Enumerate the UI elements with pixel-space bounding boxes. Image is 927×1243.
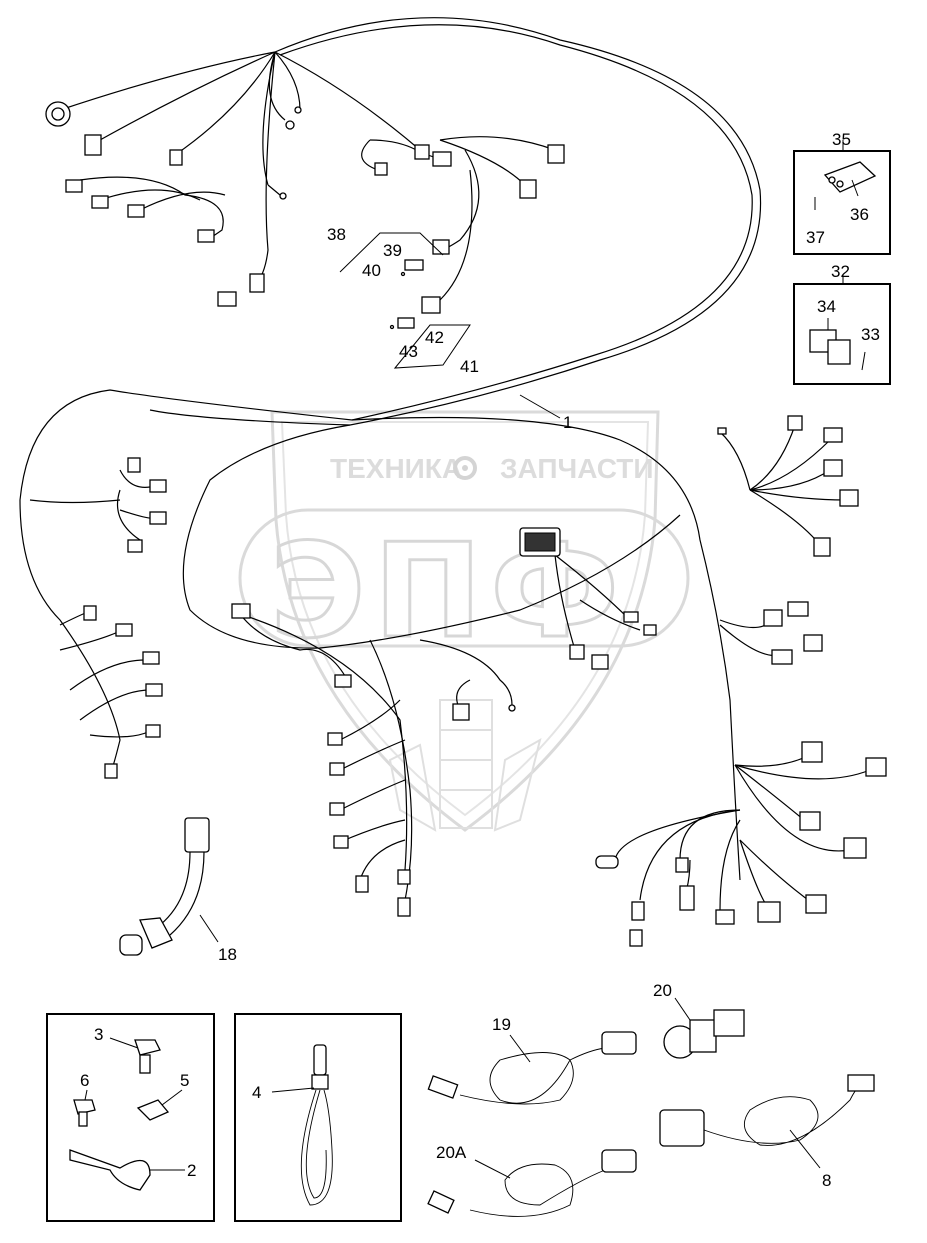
gear-icon xyxy=(453,456,477,480)
watermark-text-left: ТЕХНИКА xyxy=(330,453,462,484)
callout-18: 18 xyxy=(218,945,237,964)
callout-34: 34 xyxy=(817,297,836,316)
callout-35: 35 xyxy=(832,130,851,149)
callout-4: 4 xyxy=(252,1083,261,1102)
part-4-cable-tie xyxy=(300,1044,333,1206)
callout-38: 38 xyxy=(327,225,346,244)
box-fasteners xyxy=(46,1013,215,1222)
callout-19: 19 xyxy=(492,1015,511,1034)
part-34-connector xyxy=(809,329,851,365)
callout-20: 20 xyxy=(653,981,672,1000)
callout-32: 32 xyxy=(831,262,850,281)
box-32 xyxy=(793,283,891,385)
part-20-sender xyxy=(663,1009,745,1059)
callout-leaders xyxy=(84,140,859,1179)
callout-40: 40 xyxy=(362,261,381,280)
part-3-bolt xyxy=(134,1039,161,1074)
callout-20a: 20A xyxy=(436,1143,467,1162)
callout-3: 3 xyxy=(94,1025,103,1044)
box-cable-tie xyxy=(234,1013,402,1222)
watermark: ТЕХНИКА ЗАПЧАСТИ ЭПФ xyxy=(238,410,690,832)
part-19-pigtail xyxy=(427,1031,637,1105)
connectors xyxy=(45,101,887,947)
callout-5: 5 xyxy=(180,1071,189,1090)
box-35 xyxy=(793,150,891,255)
watermark-text-right: ЗАПЧАСТИ xyxy=(500,453,653,484)
callout-8: 8 xyxy=(822,1171,831,1190)
callout-36: 36 xyxy=(850,205,869,224)
part-6-bolt xyxy=(73,1099,96,1127)
part-20a-pigtail xyxy=(427,1149,637,1217)
part-18-sensor xyxy=(119,817,210,956)
callout-2: 2 xyxy=(187,1161,196,1180)
callout-42: 42 xyxy=(425,328,444,347)
part-8-adapter xyxy=(659,1074,875,1147)
callout-43: 43 xyxy=(399,342,418,361)
callout-labels: 1 2 3 4 5 6 8 18 19 20 20A 32 33 34 35 3… xyxy=(80,130,880,1190)
part-2-clamp xyxy=(69,1149,151,1191)
part-5-clip xyxy=(136,1099,170,1121)
part-36-connector xyxy=(823,161,877,193)
callout-37: 37 xyxy=(806,228,825,247)
harness-wires xyxy=(19,17,871,911)
callout-1: 1 xyxy=(563,413,572,432)
callout-33: 33 xyxy=(861,325,880,344)
callout-39: 39 xyxy=(383,241,402,260)
callout-6: 6 xyxy=(80,1071,89,1090)
callout-41: 41 xyxy=(460,357,479,376)
watermark-logo: ЭПФ xyxy=(270,515,627,667)
